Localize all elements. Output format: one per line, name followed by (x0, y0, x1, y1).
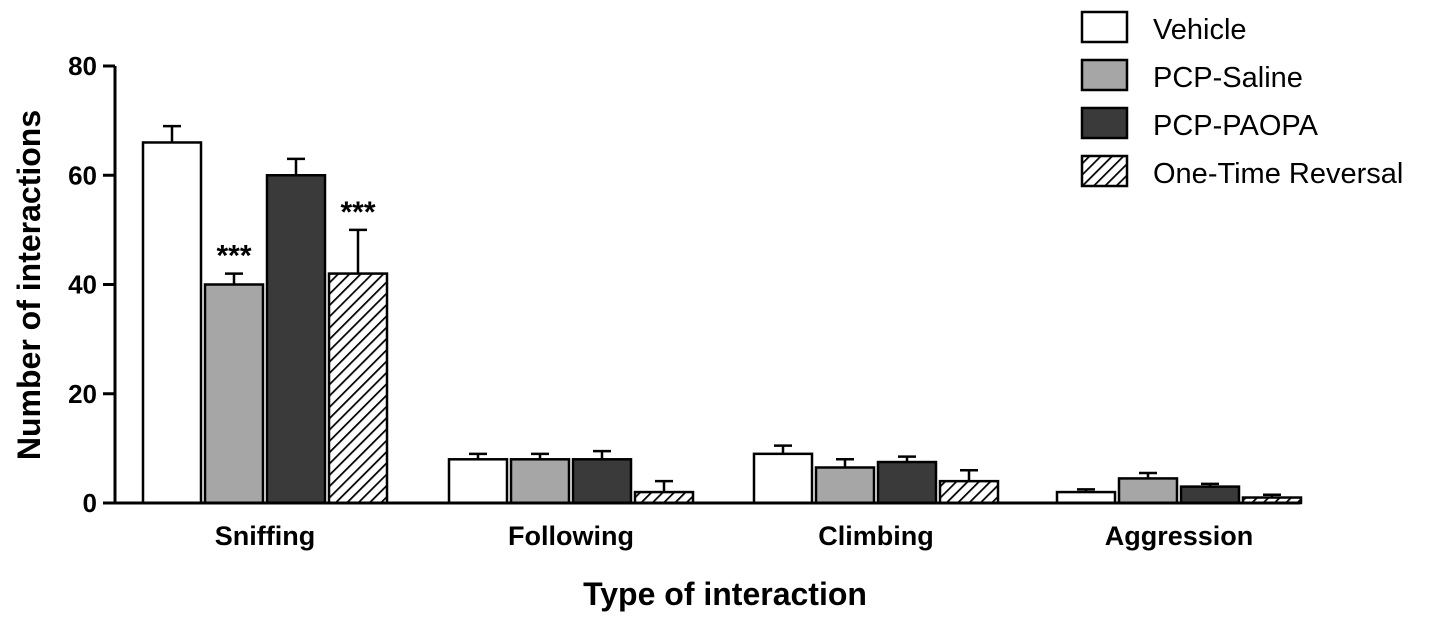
y-tick-label: 80 (68, 51, 97, 81)
bar-following-pcp-paopa (571, 458, 633, 505)
error-bar-following-3 (655, 479, 673, 493)
error-bar-aggression-3 (1263, 493, 1281, 498)
bar-climbing-vehicle (752, 452, 814, 505)
x-axis-title: Type of interaction (583, 576, 867, 612)
bar-sniffing-vehicle (141, 141, 203, 505)
x-tick-label: Climbing (818, 521, 934, 551)
legend-swatch (1080, 10, 1129, 44)
bar-sniffing-pcp-paopa (265, 174, 327, 505)
error-bar-climbing-3 (960, 468, 978, 482)
error-bar-sniffing-2 (287, 157, 305, 176)
legend-label: One-Time Reversal (1153, 158, 1403, 190)
bar-aggression-vehicle (1055, 490, 1117, 505)
x-tick-label: Sniffing (215, 521, 315, 551)
bar-climbing-pcp-saline (814, 466, 876, 505)
error-bar-sniffing-3 (349, 228, 367, 274)
error-bar-climbing-0 (774, 444, 792, 454)
significance-label: *** (340, 196, 375, 229)
bar-climbing-one-time-reversal (938, 479, 1000, 505)
legend-label: PCP-PAOPA (1153, 110, 1319, 142)
y-axis-title: Number of interactions (11, 110, 47, 460)
bar-following-one-time-reversal (633, 490, 695, 505)
error-bar-following-0 (469, 452, 487, 460)
bar-following-vehicle (447, 458, 509, 505)
axes-layer: Sniffing Following Climbing Aggression 0 20 40… (68, 51, 1300, 551)
legend-label: PCP-Saline (1153, 62, 1303, 94)
legend-swatch (1080, 58, 1129, 92)
error-bar-following-1 (531, 452, 549, 460)
error-bar-following-2 (593, 449, 611, 460)
error-bar-climbing-2 (898, 455, 916, 463)
y-tick-label: 60 (68, 160, 97, 190)
error-bar-aggression-0 (1077, 488, 1095, 493)
bar-sniffing-pcp-saline (203, 283, 265, 505)
significance-label: *** (216, 240, 251, 273)
bars-layer: *** *** (141, 124, 1303, 505)
y-tick-label: 0 (83, 488, 97, 518)
error-bar-climbing-1 (836, 458, 854, 468)
y-tick-label: 40 (68, 270, 97, 300)
bar-sniffing-one-time-reversal (327, 272, 389, 505)
bar-climbing-pcp-paopa (876, 460, 938, 505)
bar-following-pcp-saline (509, 458, 571, 505)
legend-swatch (1080, 154, 1129, 188)
error-bar-sniffing-1 (225, 272, 243, 285)
legend-swatch (1080, 106, 1129, 140)
error-bar-sniffing-0 (163, 124, 181, 143)
x-tick-label: Following (508, 521, 634, 551)
error-bar-aggression-1 (1139, 471, 1157, 479)
bar-aggression-pcp-paopa (1179, 485, 1241, 505)
x-tick-label: Aggression (1105, 521, 1254, 551)
bar-aggression-pcp-saline (1117, 477, 1179, 505)
y-tick-label: 20 (68, 379, 97, 409)
legend-label: Vehicle (1153, 14, 1247, 46)
error-bar-aggression-2 (1201, 482, 1219, 487)
